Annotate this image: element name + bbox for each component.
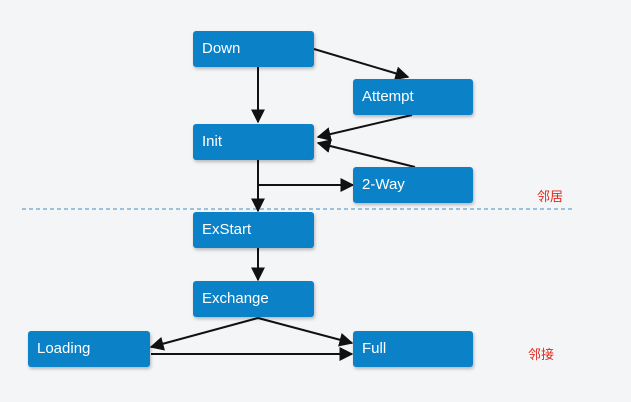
arrow-exchange-to-full xyxy=(257,317,354,347)
state-down: Down xyxy=(193,31,314,67)
state-init: Init xyxy=(193,124,314,160)
arrow-init-to-two-way xyxy=(257,160,355,192)
arrow-attempt-to-init xyxy=(316,114,413,141)
annotation-neighbor: 邻居 xyxy=(537,190,564,205)
state-loading: Loading xyxy=(28,331,150,367)
state-exstart: ExStart xyxy=(193,212,314,248)
state-full: Full xyxy=(353,331,473,367)
state-exchange: Exchange xyxy=(193,281,314,317)
arrow-exchange-to-loading xyxy=(149,317,259,351)
state-two-way: 2-Way xyxy=(353,167,473,203)
annotation-adjacency: 邻接 xyxy=(528,348,555,363)
state-attempt: Attempt xyxy=(353,79,473,115)
arrow-two-way-to-init xyxy=(316,139,416,168)
arrow-down-to-attempt xyxy=(313,48,410,81)
